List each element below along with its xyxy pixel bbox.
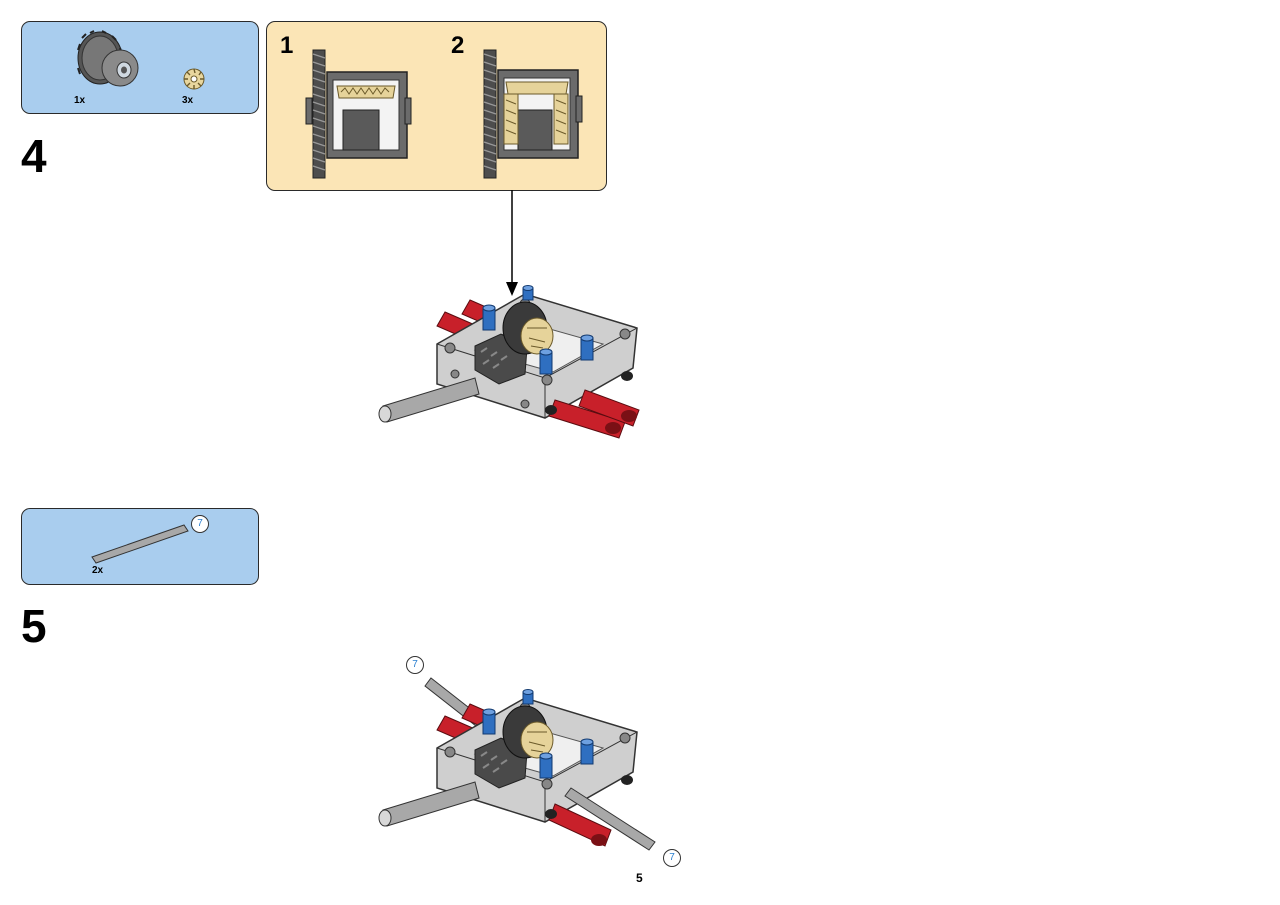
part-qty: 2x [92,565,104,576]
parts-list-step-4: 1x 3x [21,21,259,114]
part-qty: 1x [74,95,86,106]
substep-number: 2 [451,32,465,59]
axle-length-callout: 7 [406,656,424,674]
bevel-gear-part-icon [183,68,205,90]
axle-length-callout: 7 [663,849,681,867]
differential-part-icon [77,30,139,87]
step-4-model-illustration [378,285,640,439]
page-number: 5 [636,871,643,885]
step-number: 5 [21,600,47,652]
subassembly-box: 1 2 [266,21,607,191]
part-qty: 3x [182,95,194,106]
parts-list-step-5: 7 2x [21,508,259,585]
substep-1-illustration [305,49,412,179]
substep-2-illustration [483,49,583,179]
axle-part-icon [91,524,189,564]
substep-number: 1 [280,32,294,59]
axle-length-callout: 7 [191,515,209,533]
step-number: 4 [21,130,47,182]
placement-arrow [506,190,518,296]
step-5-model-illustration [378,677,656,851]
